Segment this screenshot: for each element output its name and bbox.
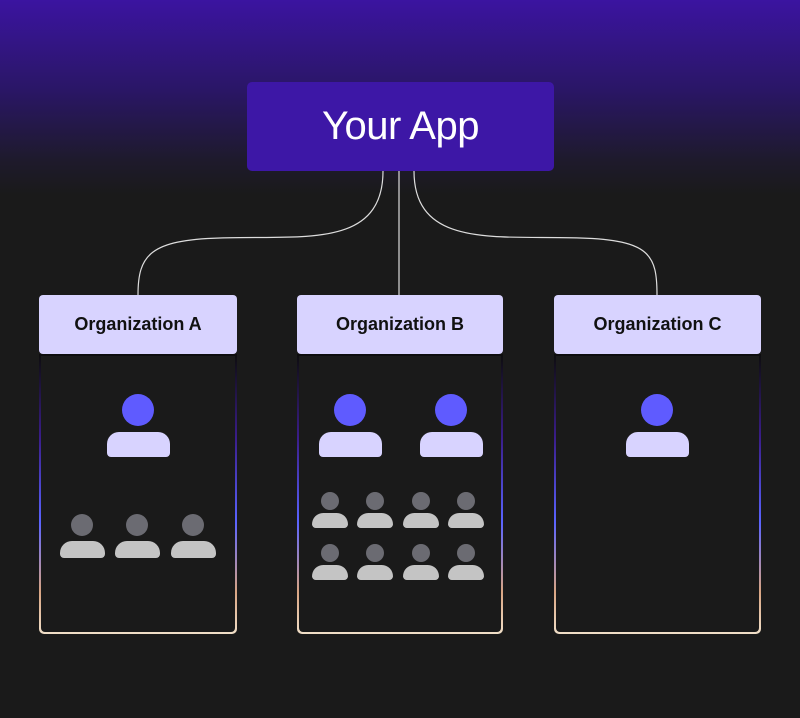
org-c-header: Organization C xyxy=(554,295,761,354)
org-b-header: Organization B xyxy=(297,295,503,354)
connector-a xyxy=(137,170,384,296)
connector-c xyxy=(413,170,658,296)
app-box: Your App xyxy=(247,82,554,171)
org-a-header: Organization A xyxy=(39,295,237,354)
